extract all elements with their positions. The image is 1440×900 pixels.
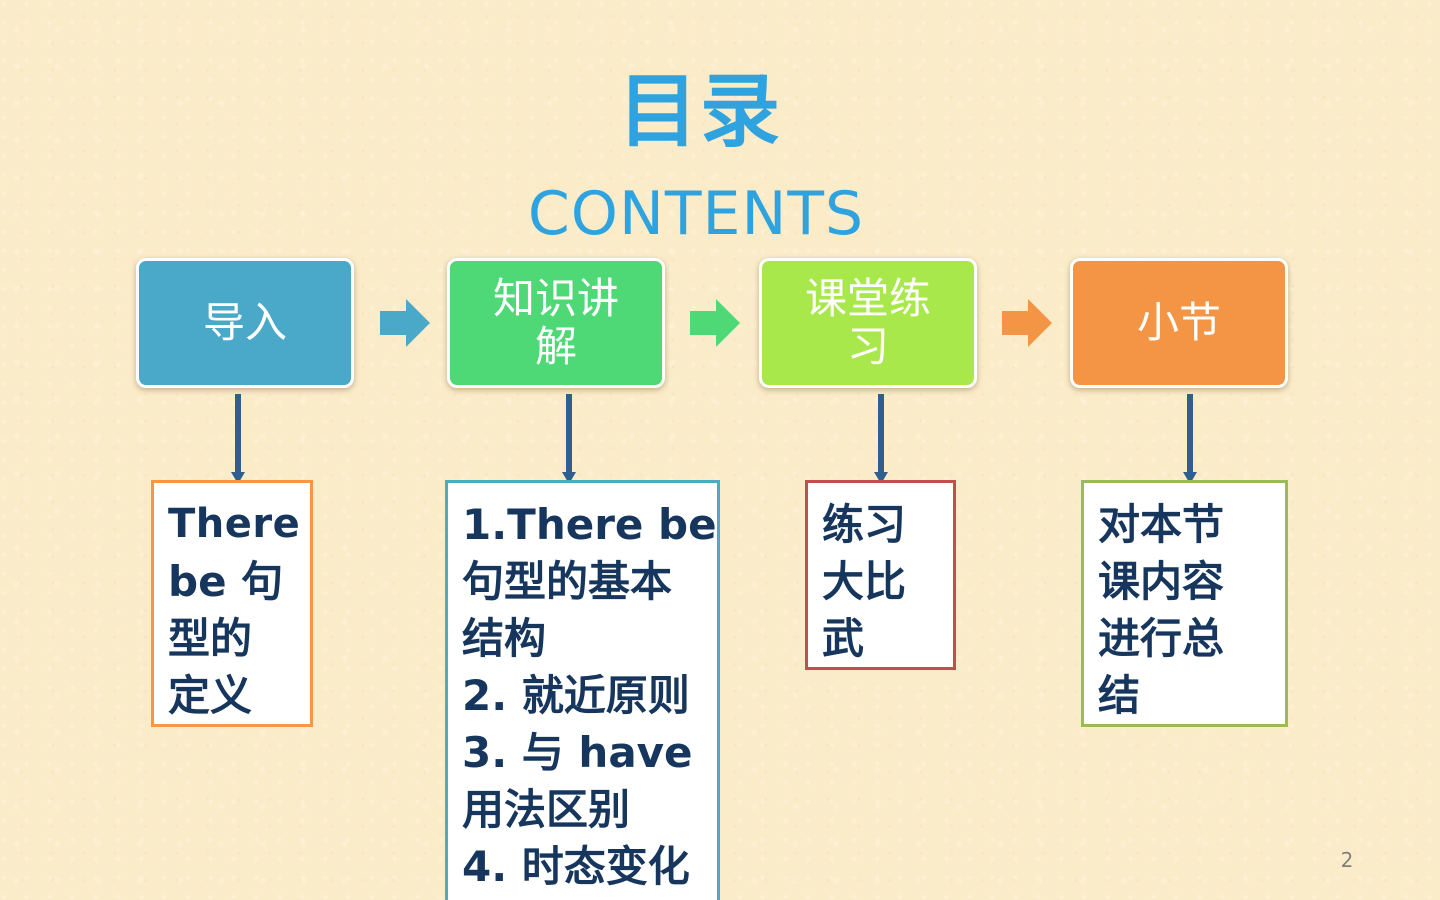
detail-line: 型的 bbox=[168, 614, 253, 663]
detail-line: 3. 与 have bbox=[462, 728, 693, 777]
step-intro-label-line: 导入 bbox=[202, 298, 287, 347]
right-arrow-icon bbox=[380, 299, 430, 347]
right-arrow-icon bbox=[690, 299, 740, 347]
connector-line bbox=[878, 394, 884, 474]
detail-practice-box: 练习 大比 武 bbox=[805, 480, 956, 670]
detail-line: be 句 bbox=[168, 557, 284, 606]
detail-line: 进行总 bbox=[1098, 614, 1225, 663]
detail-line: 结构 bbox=[462, 614, 547, 663]
detail-line: 武 bbox=[822, 614, 865, 663]
step-intro-box: 导入 bbox=[136, 258, 354, 388]
detail-line: 定义 bbox=[168, 671, 253, 720]
detail-line: 4. 时态变化 bbox=[462, 842, 690, 891]
connector-arrowhead bbox=[874, 472, 888, 484]
connector-arrowhead bbox=[562, 472, 576, 484]
detail-line: 用法区别 bbox=[462, 785, 631, 834]
slide-subtitle: CONTENTS bbox=[527, 179, 865, 249]
detail-line: 对本节 bbox=[1098, 500, 1225, 549]
step-knowledge-box: 知识讲 解 bbox=[447, 258, 665, 388]
detail-line: 大比 bbox=[822, 557, 907, 606]
detail-line: 2. 就近原则 bbox=[462, 671, 690, 720]
arrow-shape bbox=[1002, 299, 1052, 347]
detail-knowledge-box: 1.There be 句型的基本 结构 2. 就近原则 3. 与 have 用法… bbox=[445, 480, 720, 900]
slide-title: 目录 bbox=[618, 65, 782, 158]
step-intro-label: 导入 bbox=[203, 299, 287, 347]
detail-line: There bbox=[168, 501, 301, 547]
step-knowledge-label-line: 知识讲 bbox=[492, 274, 619, 323]
detail-line: 句型的基本 bbox=[462, 557, 673, 606]
connector-line bbox=[566, 394, 572, 474]
down-connector-arrow bbox=[562, 394, 576, 484]
down-connector-arrow bbox=[231, 394, 245, 484]
step-summary-box: 小节 bbox=[1070, 258, 1288, 388]
detail-line: 练习 bbox=[822, 500, 907, 549]
right-arrow-icon bbox=[1002, 299, 1052, 347]
step-practice-box: 课堂练 习 bbox=[759, 258, 977, 388]
down-connector-arrow bbox=[874, 394, 888, 484]
detail-line: 课内容 bbox=[1098, 557, 1225, 606]
step-knowledge-label: 知识讲 解 bbox=[493, 275, 619, 371]
step-knowledge-label-line: 解 bbox=[534, 322, 577, 371]
page-number: 2 bbox=[1340, 848, 1354, 872]
step-summary-label-line: 小节 bbox=[1136, 298, 1221, 347]
connector-arrowhead bbox=[1183, 472, 1197, 484]
detail-intro-box: There be 句 型的 定义 bbox=[151, 480, 313, 727]
step-practice-label: 课堂练 习 bbox=[805, 275, 931, 371]
detail-line: 1.There be bbox=[462, 500, 717, 549]
detail-line: 结 bbox=[1098, 671, 1141, 720]
connector-line bbox=[235, 394, 241, 474]
step-practice-label-line: 习 bbox=[846, 322, 889, 371]
step-summary-label: 小节 bbox=[1137, 299, 1221, 347]
connector-arrowhead bbox=[231, 472, 245, 484]
step-practice-label-line: 课堂练 bbox=[804, 274, 931, 323]
arrow-shape bbox=[690, 299, 740, 347]
down-connector-arrow bbox=[1183, 394, 1197, 484]
detail-summary-box: 对本节 课内容 进行总 结 bbox=[1081, 480, 1288, 727]
arrow-shape bbox=[380, 299, 430, 347]
connector-line bbox=[1187, 394, 1193, 474]
